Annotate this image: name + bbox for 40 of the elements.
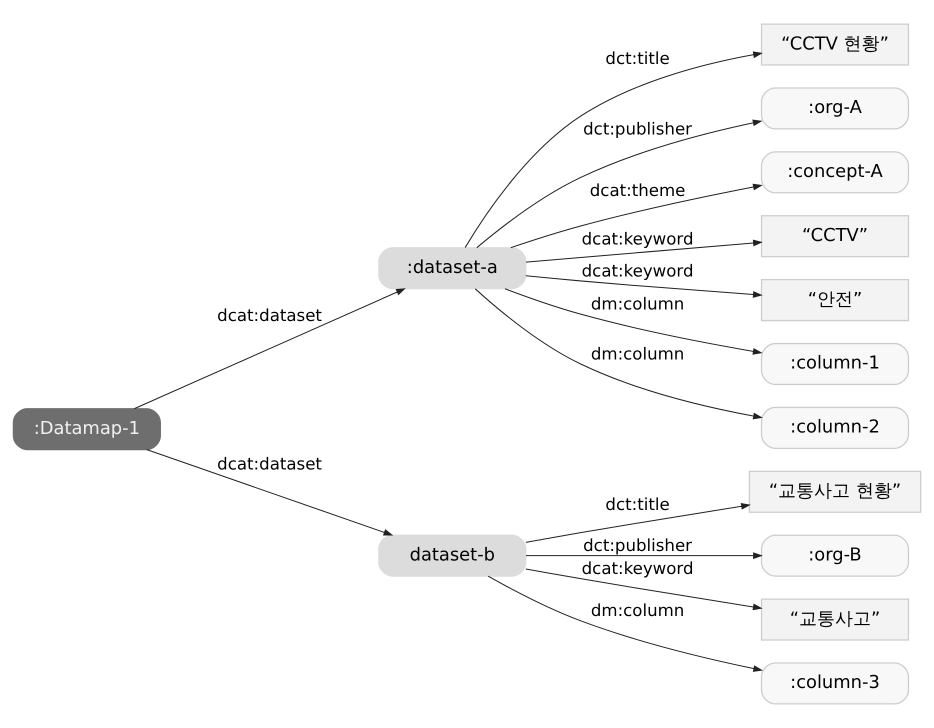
edge-label: dm:column [590, 601, 684, 620]
arrow [526, 502, 751, 543]
node-box: “교통사고” [760, 598, 910, 641]
arrow [526, 552, 763, 560]
edge-label: dct:title [605, 495, 670, 514]
arrow [488, 576, 764, 672]
node-box: :concept-A [760, 151, 910, 194]
edge-label: dm:column [590, 344, 684, 364]
edge-label: dcat:dataset [217, 306, 322, 326]
arrow [134, 288, 406, 410]
node-box: “교통사고 현황” [748, 470, 922, 513]
arrow [146, 449, 394, 536]
edge-label: dcat:keyword [582, 559, 694, 578]
node-box: “안전” [760, 279, 910, 322]
arrow [526, 568, 763, 610]
node-box: “CCTV” [760, 215, 910, 258]
arrow [510, 184, 763, 248]
edge-label: dcat:dataset [217, 454, 322, 474]
node-box: :dataset-a [378, 247, 526, 290]
node-box: :org-A [760, 87, 910, 130]
arrow [504, 288, 763, 355]
node-box: :column-2 [760, 406, 910, 449]
arrow [526, 240, 763, 263]
node-box: “CCTV 현황” [760, 23, 910, 66]
node-box: dataset-b [378, 534, 526, 577]
node-box: :column-3 [760, 662, 910, 705]
edge-label: dm:column [590, 294, 684, 314]
node-box: :Datamap-1 [12, 408, 161, 450]
edge-label: dcat:keyword [582, 229, 694, 248]
edge-label: dcat:theme [590, 180, 686, 200]
arrow [476, 120, 762, 248]
arrow [464, 51, 763, 248]
arrow [474, 288, 763, 420]
edge-label: dcat:keyword [582, 261, 694, 280]
node-box: :column-1 [760, 342, 910, 386]
arrow [526, 275, 763, 298]
edge-label: dct:title [605, 49, 670, 68]
edge-label: dct:publisher [583, 120, 692, 139]
node-box: :org-B [760, 534, 910, 577]
edge-label: dct:publisher [583, 536, 692, 556]
